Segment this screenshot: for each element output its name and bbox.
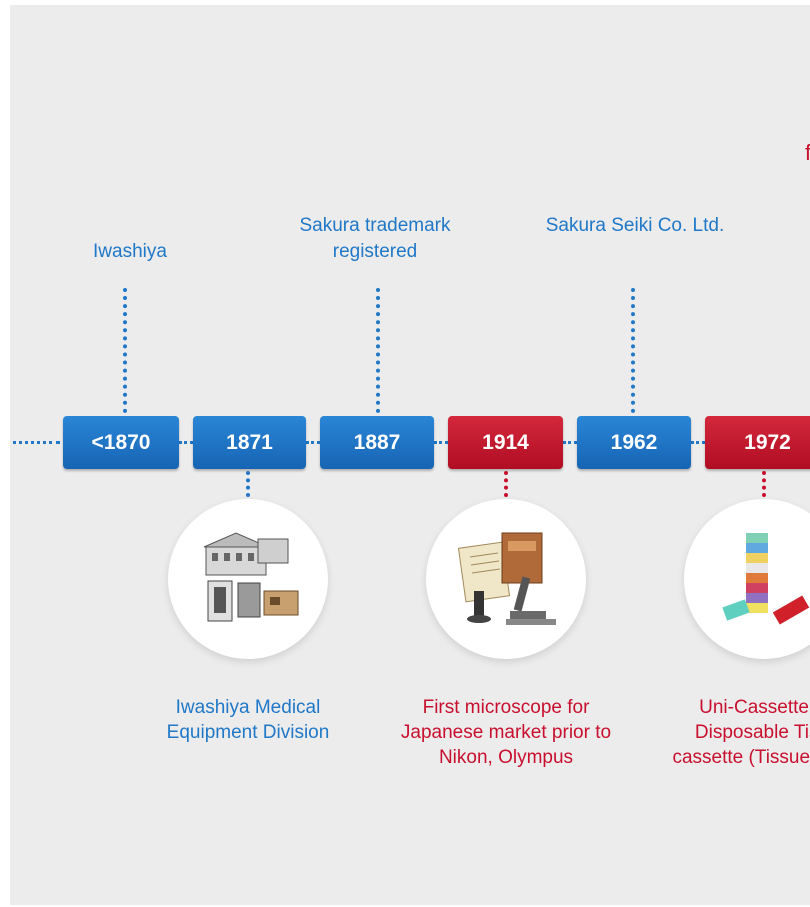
connector-top-1962 [631, 288, 635, 413]
event-label-first-microscope: First microscope for Japanese market pri… [400, 697, 612, 768]
timeline-line [563, 441, 577, 444]
building-illustration-circle [168, 499, 328, 659]
cassette-stack-illustration [722, 533, 810, 625]
timeline-line [434, 441, 448, 444]
connector-bottom-1871 [246, 471, 250, 497]
connector-top-1887 [376, 288, 380, 413]
cassette-illustration-circle [684, 499, 810, 659]
timeline-line [691, 441, 705, 444]
event-label-sakura-seiki: Sakura Seiki Co. Ltd. [545, 215, 725, 236]
event-label-trademark: Sakura trademark registered [299, 215, 451, 262]
microscope-illustration [457, 532, 556, 625]
timeline-line [179, 441, 193, 444]
year-box-1914: 1914 [448, 416, 563, 469]
event-label-medical-division: Iwashiya Medical Equipment Division [166, 697, 330, 743]
event-label-iwashiya: Iwashiya [93, 241, 167, 262]
connector-bottom-1972 [762, 471, 766, 497]
building-illustration [203, 532, 299, 622]
timeline-canvas: f Iwashiya Sakura trademark registered S… [10, 5, 810, 905]
timeline-line-start [10, 441, 60, 444]
year-box-1871: 1871 [193, 416, 306, 469]
connector-top-1870 [123, 288, 127, 413]
year-box-pre-1870: <1870 [63, 416, 179, 469]
year-box-1887: 1887 [320, 416, 434, 469]
microscope-illustration-circle [426, 499, 586, 659]
year-box-1972: 1972 [705, 416, 810, 469]
timeline-line [306, 441, 320, 444]
clipped-label: f [805, 140, 810, 165]
event-label-uni-cassette: Uni-Cassette first Disposable Tissue cas… [672, 697, 810, 768]
connector-bottom-1914 [504, 471, 508, 497]
year-box-1962: 1962 [577, 416, 691, 469]
